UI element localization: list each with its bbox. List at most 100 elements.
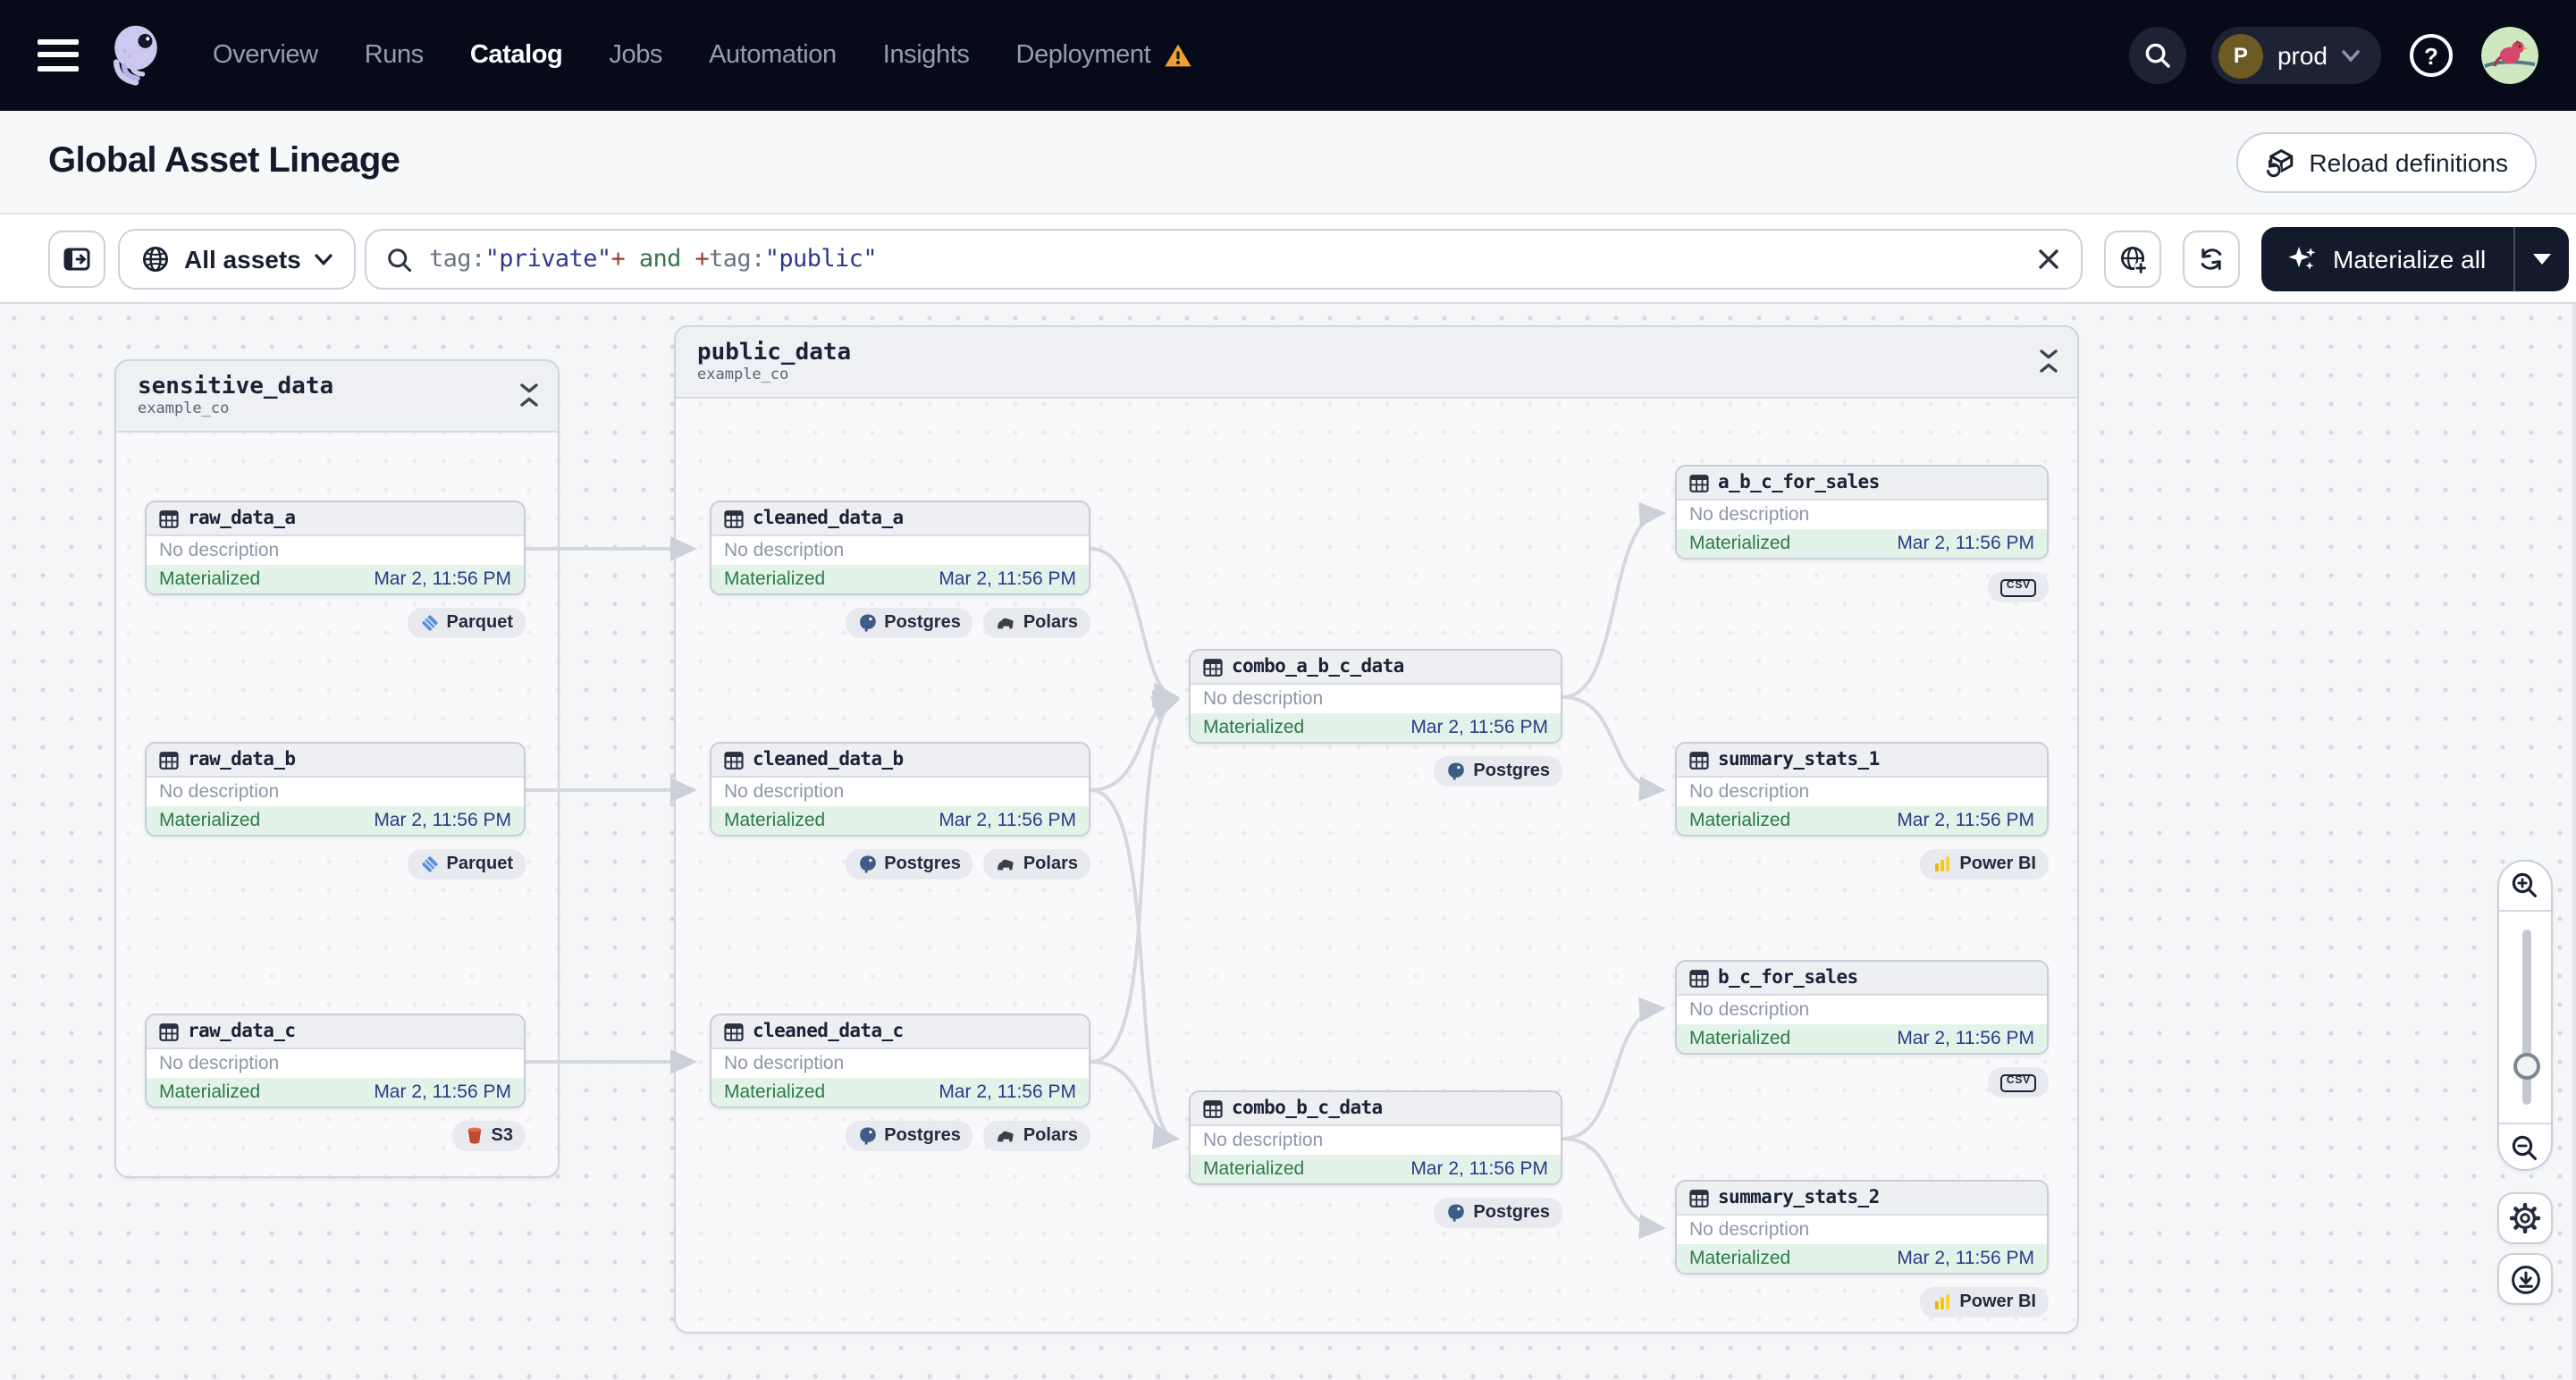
- lineage-query-input[interactable]: tag:"private"+ and +tag:"public": [365, 229, 2083, 290]
- tag-csv[interactable]: CSV: [1988, 572, 2049, 602]
- tag-postgres[interactable]: Postgres: [845, 849, 973, 879]
- asset-description: No description: [1191, 1126, 1561, 1155]
- zoom-slider[interactable]: [2499, 912, 2551, 1123]
- reload-cube-icon: [2265, 148, 2293, 177]
- asset-status: Materialized: [1689, 1248, 1791, 1269]
- dagster-logo[interactable]: [102, 21, 170, 89]
- group-header[interactable]: public_data example_co: [676, 327, 2077, 399]
- tag-postgres[interactable]: Postgres: [845, 1121, 973, 1151]
- split-divider: [2513, 227, 2515, 291]
- nav-item-overview[interactable]: Overview: [213, 41, 318, 70]
- asset-node-combo-a-b-c-data[interactable]: combo_a_b_c_data No description Material…: [1189, 649, 1562, 744]
- refresh-button[interactable]: [2183, 231, 2240, 288]
- asset-name: combo_b_c_data: [1232, 1098, 1383, 1119]
- tag-power-bi[interactable]: Power BI: [1920, 849, 2049, 879]
- asset-name: cleaned_data_b: [753, 749, 904, 770]
- nav-item-runs[interactable]: Runs: [364, 41, 425, 70]
- materialize-options-button[interactable]: [2514, 227, 2568, 291]
- collapse-icon[interactable]: [2038, 349, 2059, 374]
- table-icon: [1689, 968, 1709, 988]
- graph-right-border: [2572, 304, 2576, 1380]
- asset-name: cleaned_data_a: [753, 508, 904, 529]
- asset-name: summary_stats_2: [1718, 1187, 1880, 1208]
- asset-timestamp: Mar 2, 11:56 PM: [1897, 810, 2034, 831]
- chevron-down-icon: [316, 253, 333, 265]
- powerbi-icon: [1932, 854, 1952, 874]
- asset-status: Materialized: [724, 810, 826, 831]
- asset-filter-label: All assets: [184, 245, 301, 273]
- search-icon[interactable]: [2128, 27, 2186, 84]
- collapse-icon[interactable]: [518, 383, 540, 408]
- zoom-slider-thumb[interactable]: [2513, 1053, 2539, 1080]
- tag-polars[interactable]: Polars: [983, 849, 1090, 879]
- menu-icon[interactable]: [38, 39, 79, 72]
- download-icon: [2511, 1265, 2539, 1293]
- tag-parquet[interactable]: Parquet: [407, 849, 526, 879]
- asset-name: raw_data_a: [188, 508, 296, 529]
- asset-name: b_c_for_sales: [1718, 967, 1858, 989]
- table-icon: [159, 1022, 179, 1041]
- asset-timestamp: Mar 2, 11:56 PM: [374, 568, 511, 590]
- asset-node-cleaned-data-b[interactable]: cleaned_data_b No description Materializ…: [710, 742, 1090, 837]
- asset-node-a-b-c-for-sales[interactable]: a_b_c_for_sales No description Materiali…: [1675, 465, 2049, 560]
- tag-parquet[interactable]: Parquet: [407, 608, 526, 638]
- materialize-all-button[interactable]: Materialize all: [2261, 227, 2513, 291]
- asset-status: Materialized: [1203, 717, 1305, 738]
- asset-description: No description: [1677, 501, 2047, 529]
- tag-postgres[interactable]: Postgres: [1434, 756, 1562, 787]
- asset-node-summary-stats-1[interactable]: summary_stats_1 No description Materiali…: [1675, 742, 2049, 837]
- asset-node-combo-b-c-data[interactable]: combo_b_c_data No description Materializ…: [1189, 1090, 1562, 1185]
- new-window-globe-button[interactable]: [2104, 231, 2161, 288]
- table-icon: [1203, 1098, 1223, 1118]
- s3-icon: [465, 1126, 484, 1146]
- asset-filter-dropdown[interactable]: All assets: [118, 229, 357, 290]
- tag-postgres[interactable]: Postgres: [1434, 1198, 1562, 1228]
- asset-status: Materialized: [1689, 1028, 1791, 1049]
- expand-panel-button[interactable]: [48, 231, 105, 288]
- user-avatar[interactable]: [2481, 27, 2538, 84]
- powerbi-icon: [1932, 1292, 1952, 1312]
- asset-description: No description: [147, 536, 524, 565]
- tag-power-bi[interactable]: Power BI: [1920, 1287, 2049, 1317]
- group-subtitle: example_co: [697, 366, 789, 383]
- workspace-name: prod: [2277, 41, 2328, 70]
- asset-description: No description: [711, 1049, 1089, 1078]
- tag-polars[interactable]: Polars: [983, 608, 1090, 638]
- zoom-out-button[interactable]: [2499, 1124, 2551, 1173]
- asset-node-b-c-for-sales[interactable]: b_c_for_sales No description Materialize…: [1675, 960, 2049, 1055]
- asset-tags: Postgres: [1189, 1198, 1562, 1228]
- asset-timestamp: Mar 2, 11:56 PM: [939, 1081, 1076, 1103]
- workspace-switcher[interactable]: P prod: [2210, 27, 2381, 84]
- tag-csv[interactable]: CSV: [1988, 1067, 2049, 1098]
- help-icon[interactable]: ?: [2406, 30, 2456, 80]
- asset-tags: Power BI: [1675, 1287, 2049, 1317]
- tag-polars[interactable]: Polars: [983, 1121, 1090, 1151]
- tag-postgres[interactable]: Postgres: [845, 608, 973, 638]
- lineage-graph[interactable]: sensitive_data example_co public_data ex…: [0, 304, 2576, 1380]
- query-text: tag:"private"+ and +tag:"public": [429, 245, 878, 273]
- asset-node-cleaned-data-c[interactable]: cleaned_data_c No description Materializ…: [710, 1014, 1090, 1108]
- download-button[interactable]: [2497, 1253, 2553, 1305]
- nav-item-insights[interactable]: Insights: [882, 41, 970, 70]
- tag-s3[interactable]: S3: [451, 1121, 526, 1151]
- clear-query-icon[interactable]: [2036, 247, 2061, 272]
- reload-definitions-button[interactable]: Reload definitions: [2235, 132, 2537, 193]
- zoom-in-button[interactable]: [2499, 862, 2551, 910]
- asset-node-cleaned-data-a[interactable]: cleaned_data_a No description Materializ…: [710, 501, 1090, 595]
- nav-item-jobs[interactable]: Jobs: [609, 41, 663, 70]
- chevron-down-icon: [2342, 49, 2360, 62]
- nav-item-catalog[interactable]: Catalog: [469, 41, 563, 70]
- nav-item-deployment[interactable]: Deployment: [1016, 41, 1192, 70]
- group-title: sensitive_data: [138, 373, 334, 400]
- asset-node-summary-stats-2[interactable]: summary_stats_2 No description Materiali…: [1675, 1180, 2049, 1275]
- asset-description: No description: [1677, 996, 2047, 1024]
- group-header[interactable]: sensitive_data example_co: [116, 361, 558, 433]
- nav-item-automation[interactable]: Automation: [709, 41, 837, 70]
- workspace-avatar: P: [2218, 33, 2263, 78]
- graph-settings-button[interactable]: [2497, 1192, 2553, 1244]
- table-icon: [1689, 473, 1709, 492]
